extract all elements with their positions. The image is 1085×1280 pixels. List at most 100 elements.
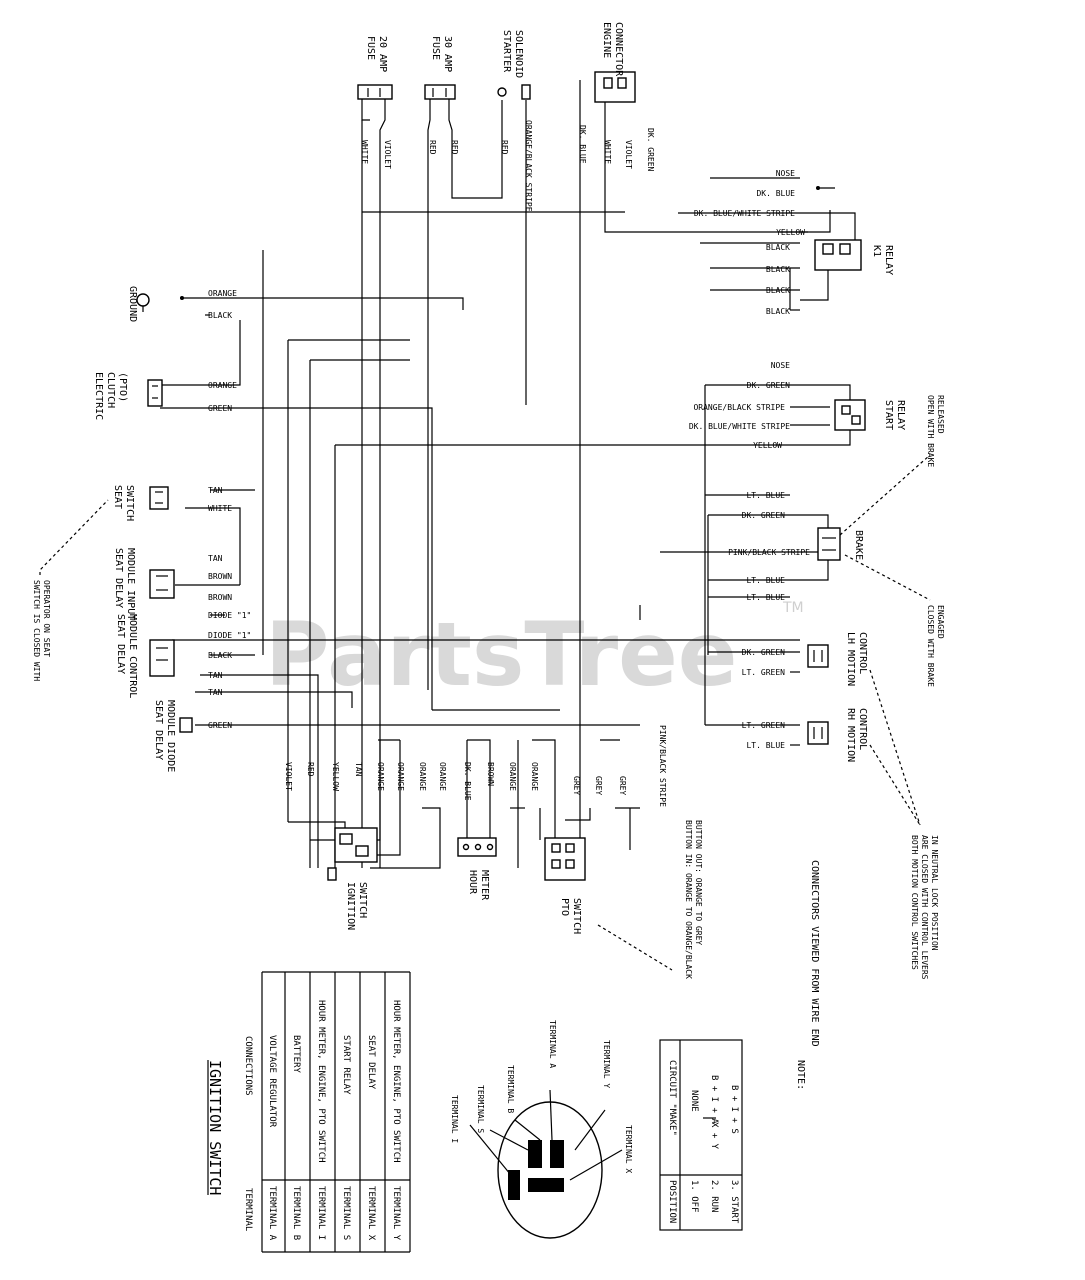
wire-network bbox=[160, 80, 856, 869]
wire-label: VIOLET bbox=[624, 140, 633, 169]
terminal-label: TERMINAL X bbox=[624, 1125, 633, 1173]
ground-label: GROUND bbox=[127, 286, 138, 322]
wire-label: RED bbox=[428, 140, 437, 155]
wire-label: DK. BLUE bbox=[756, 189, 795, 198]
wire-label: GREY bbox=[618, 776, 627, 795]
seat-delay-module-input: SEAT DELAY MODULE INPUT bbox=[113, 548, 175, 620]
wire-label: DK. GREEN bbox=[742, 648, 786, 657]
wire-label: BROWN bbox=[208, 572, 232, 581]
start-relay-label-1: START bbox=[883, 400, 894, 430]
seat-note-line-1: SWITCH IS CLOSED WITH bbox=[32, 580, 41, 681]
wire-label: GREEN bbox=[208, 404, 232, 413]
rh-label-2: CONTROL bbox=[857, 708, 868, 750]
fuse-20-amp: FUSE 20 AMP bbox=[357, 36, 393, 100]
fuse-30-label-1: FUSE bbox=[430, 36, 441, 60]
top-wire-labels: WHITE VIOLET RED RED RED ORANGE/BLACK ST… bbox=[360, 120, 655, 212]
ignition-table-title: IGNITION SWITCH bbox=[206, 1060, 224, 1195]
wire-label: LT. BLUE bbox=[746, 491, 785, 500]
terminal-label: TERMINAL Y bbox=[602, 1040, 611, 1088]
engine-connector: ENGINE CONNECTOR bbox=[594, 22, 636, 103]
brake-closed-note: ENGAGED bbox=[936, 605, 945, 639]
ignition-header: CONNECTIONS bbox=[243, 1036, 253, 1096]
brake-switch: BRAKE bbox=[817, 527, 864, 561]
ignition-cell: VOLTAGE REGULATOR bbox=[267, 1035, 277, 1128]
seat-note-line-2: OPERATOR ON SEAT bbox=[42, 580, 51, 657]
pto-switch: PTO SWITCH bbox=[544, 837, 586, 934]
wire-label: ORANGE bbox=[208, 381, 237, 390]
brake-open-note: RELEASED bbox=[936, 395, 945, 434]
connector-note: NOTE: CONNECTORS VIEWED FROM WIRE END bbox=[795, 860, 820, 1090]
start-relay-label-2: RELAY bbox=[895, 400, 906, 430]
wire-label: GREY bbox=[572, 776, 581, 795]
wire-label: DK. BLUE bbox=[578, 125, 587, 164]
wire-label: DK. BLUE/WHITE STRIPE bbox=[689, 422, 790, 431]
ignition-cell: TERMINAL Y bbox=[391, 1186, 401, 1241]
fuse-20-label-2: 20 AMP bbox=[377, 36, 388, 72]
wire-label: BROWN bbox=[486, 762, 495, 786]
circuit-cell: NONE bbox=[689, 1090, 699, 1112]
brake-label: BRAKE bbox=[853, 530, 864, 560]
wire-label: WHITE bbox=[208, 504, 232, 513]
hour-meter: HOUR METER bbox=[457, 837, 497, 901]
ignition-label-2: SWITCH bbox=[357, 882, 368, 918]
circuit-header: CIRCUIT "MAKE" bbox=[667, 1060, 677, 1136]
seat-delay-ctrl-label-1: SEAT DELAY bbox=[115, 614, 126, 674]
ignition-label-1: IGNITION bbox=[345, 882, 356, 930]
wire-label: TAN bbox=[208, 554, 223, 563]
seat-switch-label-1: SEAT bbox=[112, 485, 123, 509]
circuit-header: POSITION bbox=[667, 1180, 677, 1223]
lh-label-2: CONTROL bbox=[857, 632, 868, 674]
motion-note: BOTH MOTION CONTROL SWITCHES bbox=[910, 835, 919, 970]
terminal-label: TERMINAL B bbox=[506, 1065, 515, 1113]
circuit-cell: 3. START bbox=[729, 1180, 739, 1224]
pto-label-1: PTO bbox=[559, 898, 570, 916]
seat-delay-diode-label-1: SEAT DELAY bbox=[153, 700, 164, 760]
pto-annotation: BUTTON IN: ORANGE TO ORANGE/BLACK BUTTON… bbox=[597, 820, 703, 979]
wire-label: VIOLET bbox=[284, 762, 293, 791]
brake-annotations: OPEN WITH BRAKE RELEASED CLOSED WITH BRA… bbox=[839, 395, 945, 687]
wire-label: RED bbox=[450, 140, 459, 155]
brake-open-note: OPEN WITH BRAKE bbox=[926, 395, 935, 467]
wire-label: LT. BLUE bbox=[746, 593, 785, 602]
fuse-30-amp: FUSE 30 AMP bbox=[424, 36, 456, 100]
hour-meter-label-2: METER bbox=[479, 870, 490, 901]
ignition-cell: SEAT DELAY bbox=[366, 1035, 376, 1090]
wire-label: ORANGE bbox=[418, 762, 427, 791]
circuit-make-table: POSITION CIRCUIT "MAKE" 1. OFF NONE 2. R… bbox=[659, 1039, 743, 1231]
note-title: NOTE: bbox=[795, 1060, 806, 1090]
circuit-cell: 2. RUN bbox=[709, 1180, 719, 1213]
starter-label-2: SOLENOID bbox=[513, 30, 524, 78]
start-relay-wire-labels: NOSE DK. GREEN ORANGE/BLACK STRIPE DK. B… bbox=[689, 361, 790, 450]
circuit-cell: X + Y bbox=[709, 1122, 719, 1150]
wire-label: BLACK bbox=[208, 311, 232, 320]
bottom-wire-labels: VIOLET RED YELLOW TAN ORANGE ORANGE ORAN… bbox=[284, 725, 667, 807]
brake-wire-labels: LT. BLUE DK. GREEN PINK/BLACK STRIPE LT.… bbox=[728, 491, 810, 602]
k1-relay: K1 RELAY bbox=[814, 186, 894, 275]
pto-note: BUTTON IN: ORANGE TO ORANGE/BLACK bbox=[684, 820, 693, 979]
seat-delay-module-diode: SEAT DELAY MODULE DIODE bbox=[153, 700, 193, 772]
terminal-label: TERMINAL A bbox=[548, 1020, 557, 1068]
wire-label: BLACK bbox=[766, 286, 790, 295]
k1-wire-labels: NOSE DK. BLUE DK. BLUE/WHITE STRIPE YELL… bbox=[694, 169, 805, 316]
wire-label: RED bbox=[306, 762, 315, 777]
ignition-switch-terminal-diagram: TERMINAL I TERMINAL S TERMINAL B TERMINA… bbox=[450, 1020, 633, 1239]
wire-label: BLACK bbox=[208, 651, 232, 660]
seat-delay-input-label-1: SEAT DELAY bbox=[113, 548, 124, 608]
seat-delay-input-label-2: MODULE INPUT bbox=[125, 548, 136, 620]
wire-label: YELLOW bbox=[753, 441, 782, 450]
wire-label: PINK/BLACK STRIPE bbox=[728, 548, 810, 557]
ignition-header: TERMINAL bbox=[243, 1188, 253, 1231]
wire-label: NOSE bbox=[771, 361, 790, 370]
ignition-cell: HOUR METER, ENGINE, PTO SWITCH bbox=[316, 1000, 326, 1163]
terminal-label: TERMINAL S bbox=[476, 1085, 485, 1133]
wire-label: WHITE bbox=[360, 140, 369, 164]
wire-label: DIODE "1" bbox=[208, 631, 251, 640]
note-text: CONNECTORS VIEWED FROM WIRE END bbox=[809, 860, 820, 1047]
seat-switch: SEAT SWITCH bbox=[112, 485, 169, 521]
ignition-cell: TERMINAL I bbox=[316, 1186, 326, 1240]
circuit-cell: B + I + A bbox=[709, 1075, 719, 1124]
pto-label-2: SWITCH bbox=[571, 898, 582, 934]
k1-label-1: K1 bbox=[871, 245, 882, 257]
wire-label: BLACK bbox=[766, 243, 790, 252]
starter-label-1: STARTER bbox=[501, 30, 512, 73]
